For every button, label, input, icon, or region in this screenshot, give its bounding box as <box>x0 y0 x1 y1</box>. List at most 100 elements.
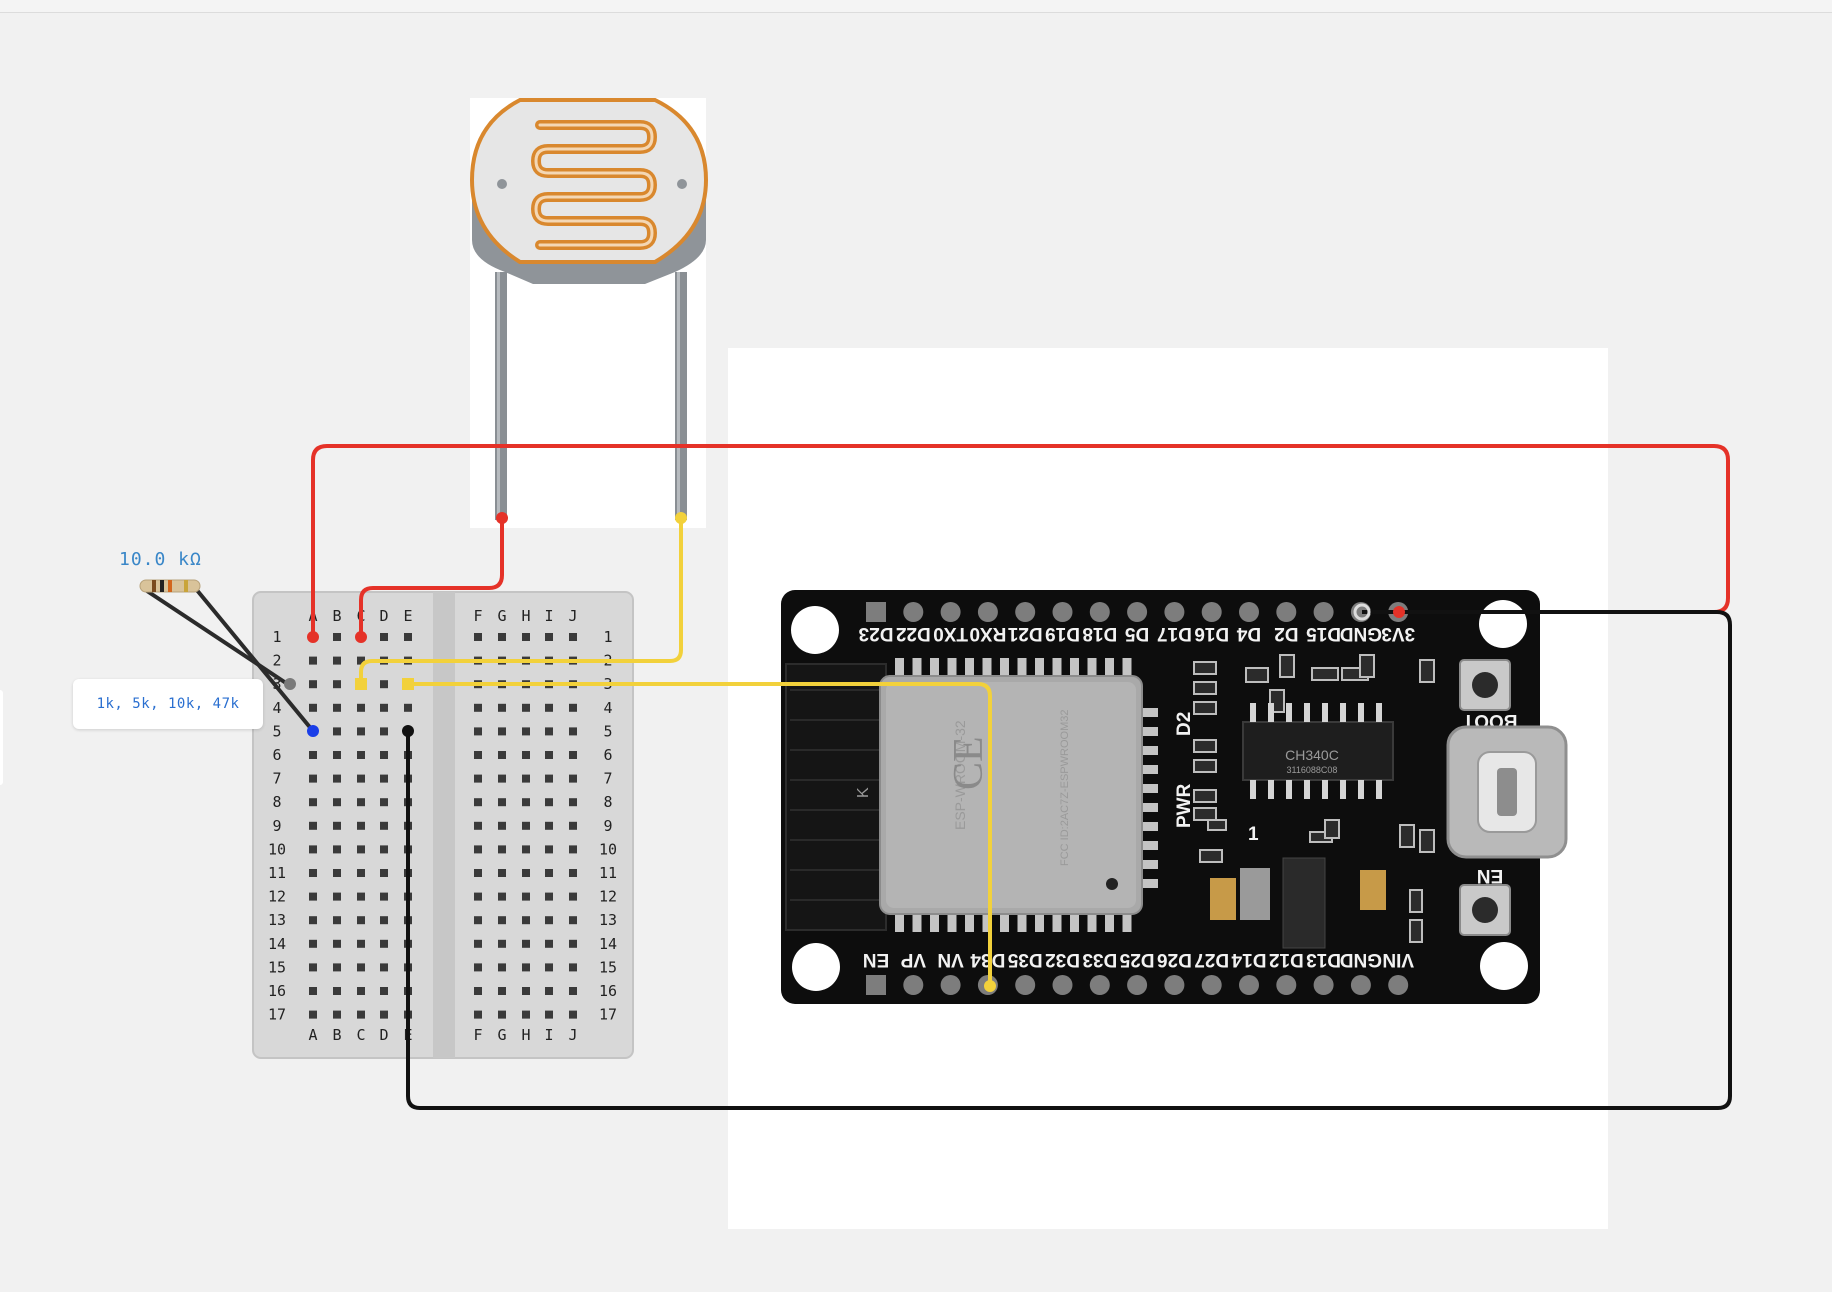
breadboard-hole[interactable] <box>333 916 341 925</box>
header-pin[interactable] <box>1350 975 1371 995</box>
breadboard-hole[interactable] <box>545 1010 553 1019</box>
boot-button[interactable] <box>1459 659 1511 711</box>
breadboard-hole[interactable] <box>545 963 553 972</box>
breadboard-hole[interactable] <box>569 845 577 854</box>
header-pin[interactable] <box>1313 975 1334 995</box>
breadboard-hole[interactable] <box>498 751 506 759</box>
breadboard-hole[interactable] <box>498 821 506 830</box>
breadboard-hole[interactable] <box>380 680 388 689</box>
breadboard-hole[interactable] <box>498 869 506 877</box>
breadboard-hole[interactable] <box>380 727 388 736</box>
breadboard-hole[interactable] <box>380 963 388 972</box>
breadboard-hole[interactable] <box>522 727 530 736</box>
breadboard-hole[interactable] <box>474 845 482 854</box>
resistor-endpoint[interactable] <box>284 678 296 690</box>
breadboard-hole[interactable] <box>333 892 341 901</box>
breadboard-hole[interactable] <box>474 798 482 807</box>
breadboard-hole[interactable] <box>545 939 553 948</box>
breadboard-hole[interactable] <box>380 751 388 759</box>
breadboard-hole[interactable] <box>498 1010 506 1019</box>
breadboard-hole[interactable] <box>333 987 341 995</box>
breadboard-hole[interactable] <box>569 798 577 807</box>
breadboard-hole[interactable] <box>474 821 482 830</box>
breadboard-hole[interactable] <box>404 633 412 641</box>
breadboard-hole[interactable] <box>357 703 365 712</box>
wire-endpoint[interactable] <box>402 725 414 737</box>
breadboard-hole[interactable] <box>498 774 506 783</box>
breadboard-hole[interactable] <box>357 774 365 783</box>
header-pin[interactable] <box>1127 602 1148 622</box>
breadboard-hole[interactable] <box>333 633 341 641</box>
wire-3v3-red[interactable] <box>311 444 1730 637</box>
wire-endpoint[interactable] <box>675 512 687 524</box>
wire-endpoint[interactable] <box>355 678 367 690</box>
breadboard-hole[interactable] <box>380 798 388 807</box>
wire-d34-yellow[interactable] <box>408 682 992 986</box>
breadboard-hole[interactable] <box>545 751 553 759</box>
header-pin[interactable] <box>1164 602 1185 622</box>
breadboard-hole[interactable] <box>498 963 506 972</box>
breadboard-hole[interactable] <box>498 727 506 736</box>
breadboard-hole[interactable] <box>309 1010 317 1019</box>
breadboard-hole[interactable] <box>498 845 506 854</box>
header-pin[interactable] <box>1089 975 1110 995</box>
breadboard-hole[interactable] <box>569 869 577 877</box>
resistor-value-label[interactable]: 10.0 kΩ <box>119 549 202 570</box>
breadboard-hole[interactable] <box>309 892 317 901</box>
breadboard-hole[interactable] <box>309 751 317 759</box>
breadboard-hole[interactable] <box>474 987 482 995</box>
breadboard-hole[interactable] <box>380 869 388 877</box>
header-pin[interactable] <box>1276 602 1297 622</box>
breadboard-hole[interactable] <box>522 798 530 807</box>
breadboard-hole[interactable] <box>380 939 388 948</box>
breadboard-hole[interactable] <box>333 798 341 807</box>
breadboard-hole[interactable] <box>522 963 530 972</box>
breadboard-hole[interactable] <box>545 892 553 901</box>
breadboard-hole[interactable] <box>380 892 388 901</box>
breadboard-hole[interactable] <box>333 727 341 736</box>
breadboard-hole[interactable] <box>380 1010 388 1019</box>
header-pin[interactable] <box>940 975 961 995</box>
resistor[interactable] <box>139 579 315 733</box>
breadboard-hole[interactable] <box>333 963 341 972</box>
breadboard-hole[interactable] <box>333 751 341 759</box>
breadboard-hole[interactable] <box>333 656 341 665</box>
breadboard-hole[interactable] <box>474 633 482 641</box>
header-pin[interactable] <box>1388 975 1409 995</box>
breadboard-hole[interactable] <box>498 916 506 925</box>
breadboard-hole[interactable] <box>309 774 317 783</box>
wire-gnd-black[interactable] <box>406 610 1732 1110</box>
breadboard-hole[interactable] <box>569 727 577 736</box>
breadboard-hole[interactable] <box>545 633 553 641</box>
breadboard-hole[interactable] <box>522 774 530 783</box>
breadboard-hole[interactable] <box>333 821 341 830</box>
breadboard-hole[interactable] <box>309 703 317 712</box>
breadboard-hole[interactable] <box>474 703 482 712</box>
breadboard-hole[interactable] <box>357 656 365 665</box>
breadboard-hole[interactable] <box>498 987 506 995</box>
breadboard-hole[interactable] <box>309 821 317 830</box>
breadboard-hole[interactable] <box>357 987 365 995</box>
breadboard-hole[interactable] <box>522 869 530 877</box>
breadboard-hole[interactable] <box>569 774 577 783</box>
breadboard-hole[interactable] <box>545 869 553 877</box>
breadboard-hole[interactable] <box>474 916 482 925</box>
breadboard-hole[interactable] <box>545 703 553 712</box>
breadboard-hole[interactable] <box>333 869 341 877</box>
header-pin[interactable] <box>1015 602 1036 622</box>
breadboard-hole[interactable] <box>569 963 577 972</box>
breadboard-hole[interactable] <box>522 1010 530 1019</box>
header-pin[interactable] <box>1239 602 1259 622</box>
header-pin[interactable] <box>1313 602 1334 622</box>
wire-ldr-signal-yellow[interactable] <box>359 518 683 684</box>
breadboard-hole[interactable] <box>522 987 530 995</box>
header-pin[interactable] <box>940 602 961 622</box>
breadboard-hole[interactable] <box>380 845 388 854</box>
side-panel-tab[interactable] <box>0 690 3 785</box>
breadboard-hole[interactable] <box>569 939 577 948</box>
breadboard-hole[interactable] <box>569 751 577 759</box>
breadboard-hole[interactable] <box>474 774 482 783</box>
breadboard-hole[interactable] <box>498 798 506 807</box>
breadboard-hole[interactable] <box>309 987 317 995</box>
breadboard-hole[interactable] <box>474 892 482 901</box>
